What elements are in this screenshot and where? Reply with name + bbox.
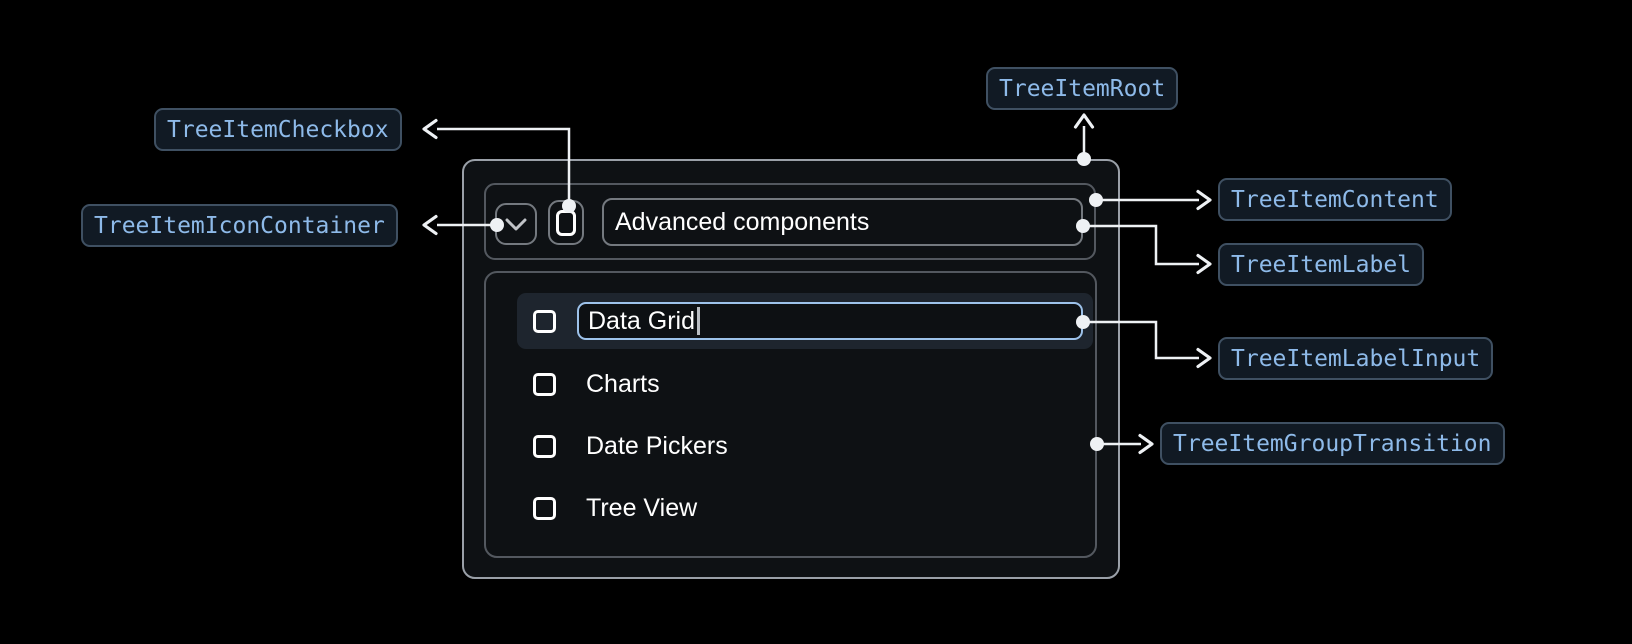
badge-tree-item-label: TreeItemLabel <box>1218 243 1425 286</box>
unchecked-checkbox-icon <box>556 209 576 236</box>
badge-tree-item-content: TreeItemContent <box>1218 178 1452 221</box>
tree-item-label-input[interactable]: Data Grid <box>577 302 1083 340</box>
arrow-right-icon <box>1138 433 1154 455</box>
tree-row-label: Charts <box>586 369 660 398</box>
tree-item-content[interactable] <box>484 183 1096 260</box>
badge-tree-item-checkbox: TreeItemCheckbox <box>154 108 402 151</box>
tree-item-label-text: Advanced components <box>615 207 870 236</box>
tree-row-label: Date Pickers <box>586 431 728 460</box>
arrow-right-icon <box>1196 347 1212 369</box>
text-cursor <box>696 307 700 335</box>
label-input-value: Data Grid <box>588 306 695 335</box>
tree-row-label: Tree View <box>586 493 698 522</box>
tree-row-date-pickers[interactable]: Date Pickers <box>517 418 1093 474</box>
badge-tree-item-icon-container: TreeItemIconContainer <box>81 204 398 247</box>
tree-item-icon-container[interactable] <box>495 203 537 245</box>
row-checkbox-icon[interactable] <box>533 372 556 396</box>
arrow-left-icon <box>422 214 438 236</box>
badge-tree-item-group-transition: TreeItemGroupTransition <box>1160 422 1505 465</box>
tree-row-data-grid[interactable]: Data Grid <box>517 293 1093 349</box>
row-checkbox-icon[interactable] <box>533 496 556 520</box>
tree-row-tree-view[interactable]: Tree View <box>517 480 1093 536</box>
chevron-down-icon <box>505 218 527 230</box>
arrow-left-icon <box>422 118 438 140</box>
badge-tree-item-root: TreeItemRoot <box>986 67 1179 110</box>
arrow-up-icon <box>1073 113 1095 129</box>
row-checkbox-icon[interactable] <box>533 309 556 333</box>
tree-row-charts[interactable]: Charts <box>517 356 1093 412</box>
arrow-right-icon <box>1196 253 1212 275</box>
row-checkbox-icon[interactable] <box>533 434 556 458</box>
tree-item-root <box>462 159 1120 579</box>
tree-item-label[interactable]: Advanced components <box>602 198 1083 246</box>
tree-item-checkbox[interactable] <box>548 200 584 245</box>
tree-item-group-transition <box>484 271 1097 558</box>
arrow-right-icon <box>1196 189 1212 211</box>
badge-tree-item-label-input: TreeItemLabelInput <box>1218 337 1494 380</box>
